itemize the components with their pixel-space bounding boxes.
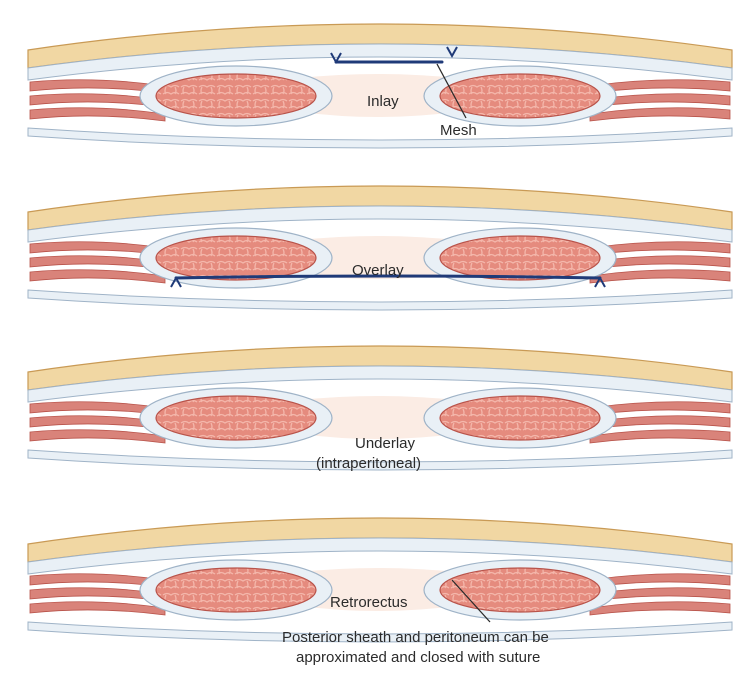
- abdominal-wall-cross-section: [28, 518, 732, 642]
- rectus-muscle-left: [156, 568, 316, 612]
- oblique-muscle-right: [590, 108, 730, 121]
- panel-sublabel: (intraperitoneal): [316, 455, 421, 472]
- rectus-muscle-right: [440, 396, 600, 440]
- mesh-callout-label: Mesh: [440, 122, 477, 139]
- oblique-muscle-right: [590, 430, 730, 443]
- note-line-1: Posterior sheath and peritoneum can be: [282, 629, 549, 646]
- panel-label: Overlay: [352, 262, 404, 279]
- abdominal-wall-cross-section: [28, 186, 732, 310]
- rectus-muscle-right: [440, 568, 600, 612]
- oblique-muscle-right: [590, 602, 730, 615]
- panel-underlay: Underlay (intraperitoneal): [28, 346, 732, 472]
- note-line-2: approximated and closed with suture: [296, 649, 540, 666]
- rectus-muscle-left: [156, 236, 316, 280]
- abdominal-wall-cross-section: [28, 24, 732, 148]
- panel-label: Inlay: [367, 93, 399, 110]
- rectus-muscle-left: [156, 74, 316, 118]
- panel-overlay: Overlay: [28, 186, 732, 310]
- posterior-sheath: [28, 290, 732, 310]
- rectus-muscle-right: [440, 74, 600, 118]
- posterior-sheath: [28, 128, 732, 148]
- oblique-muscle-left: [30, 602, 165, 615]
- panel-inlay: Inlay Mesh: [28, 24, 732, 148]
- oblique-muscle-left: [30, 430, 165, 443]
- panel-retrorectus: Retrorectus: [28, 518, 732, 642]
- rectus-muscle-left: [156, 396, 316, 440]
- panel-label: Retrorectus: [330, 594, 408, 611]
- oblique-muscle-right: [590, 270, 730, 283]
- panel-label: Underlay: [355, 435, 416, 452]
- rectus-muscle-right: [440, 236, 600, 280]
- oblique-muscle-left: [30, 270, 165, 283]
- oblique-muscle-left: [30, 108, 165, 121]
